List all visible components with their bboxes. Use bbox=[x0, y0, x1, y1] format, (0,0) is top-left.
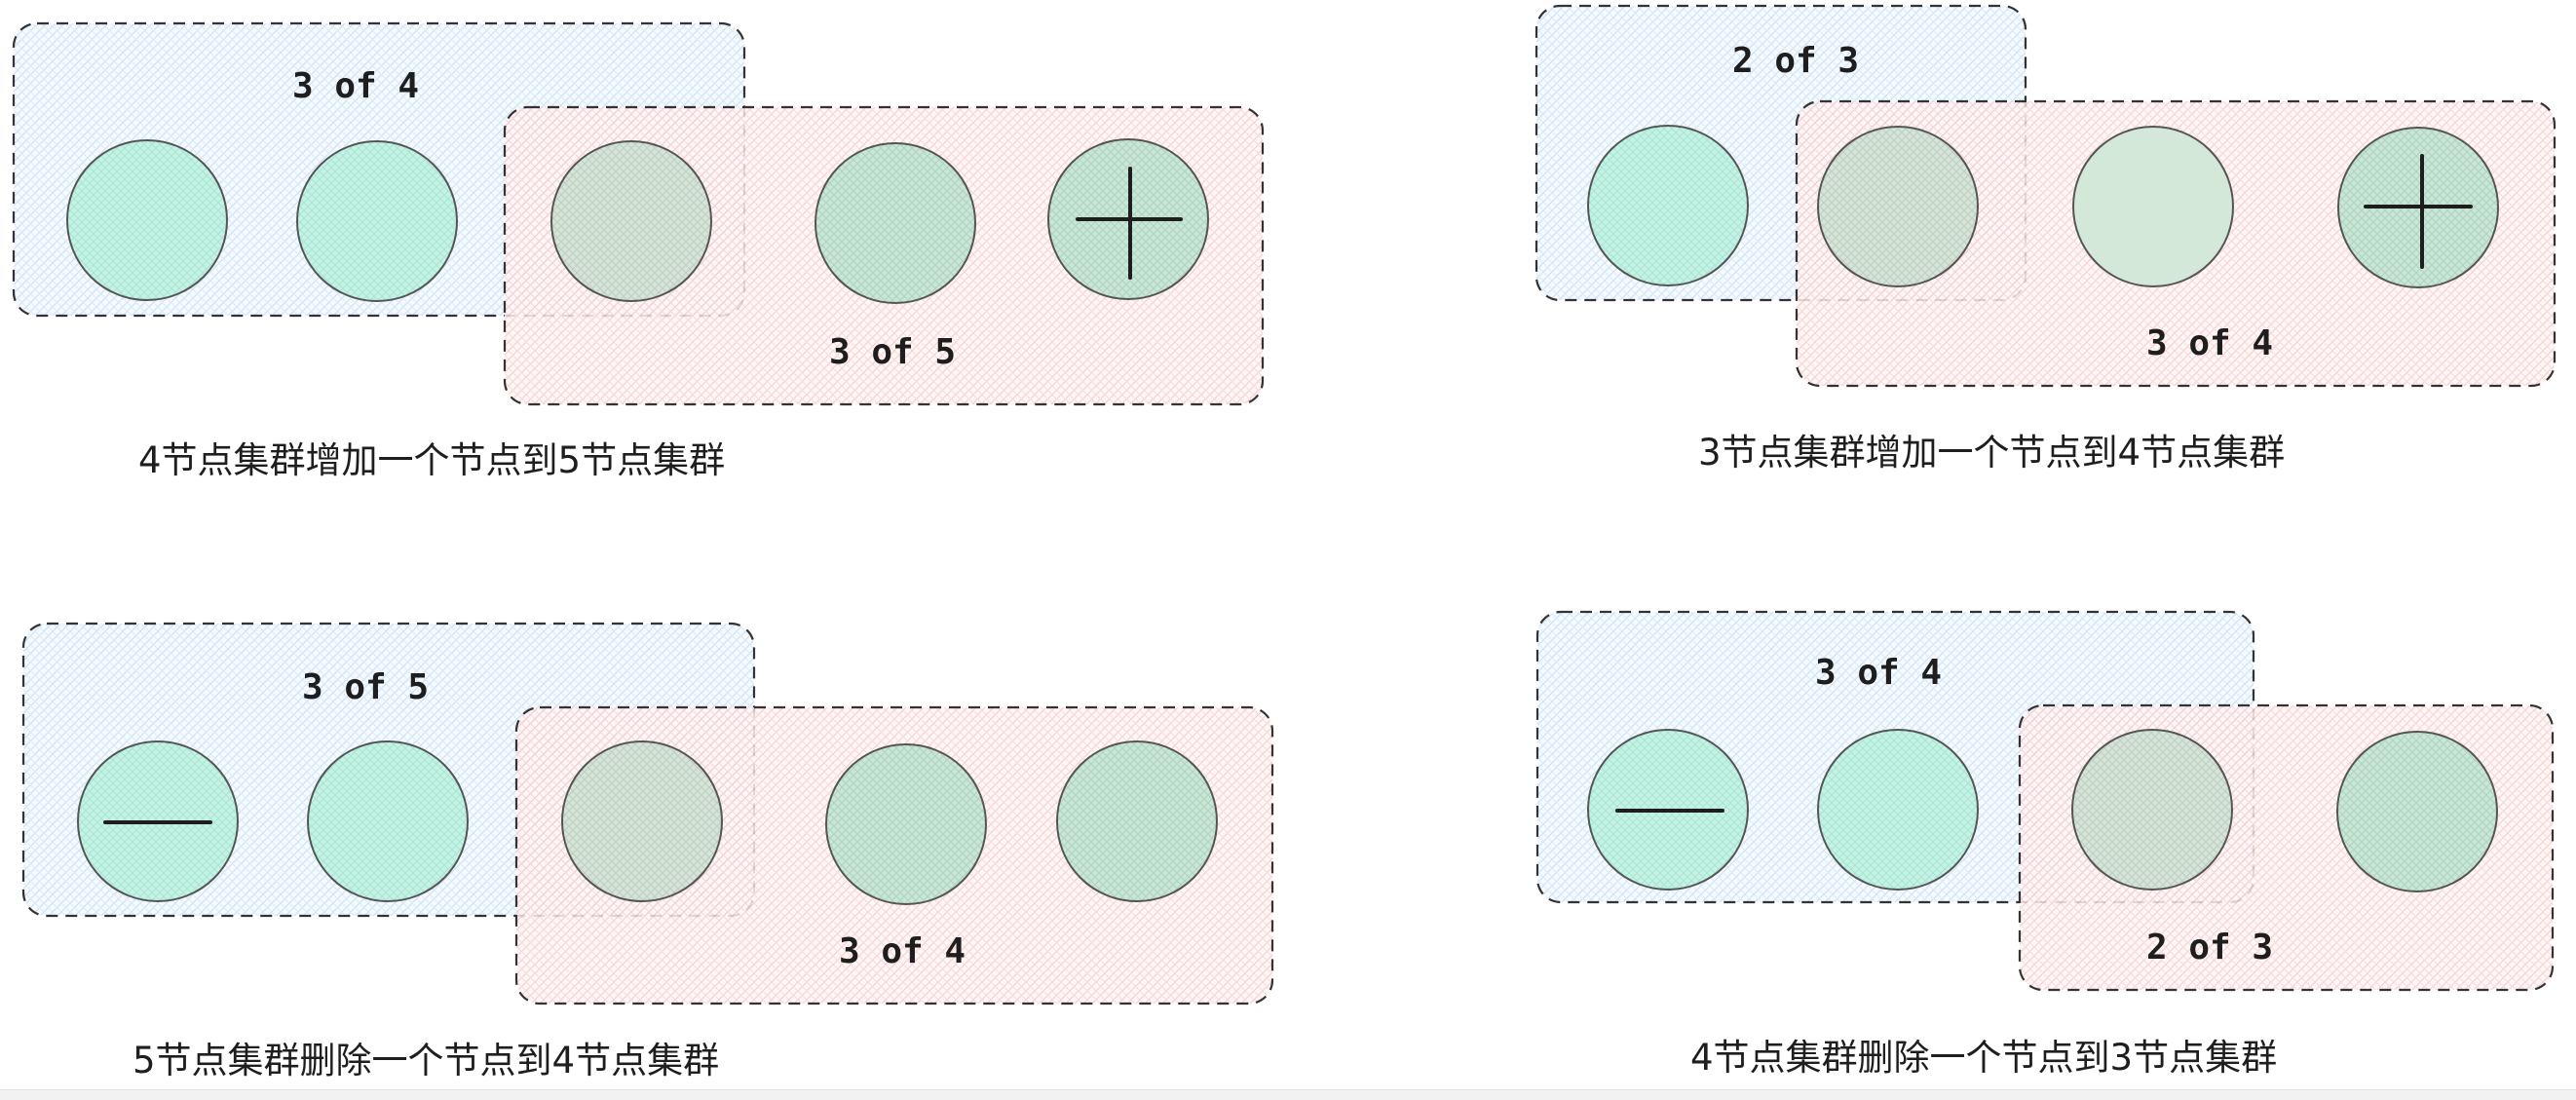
node-circle bbox=[307, 740, 469, 902]
plus-icon bbox=[2364, 154, 2473, 269]
node-circle bbox=[296, 140, 458, 302]
panel-remove-4-to-3: 3 of 4 2 of 3 4节点集群删除一个节点到3节点集群 bbox=[1535, 610, 2555, 1079]
new-group-label: 2 of 3 bbox=[2146, 928, 2273, 967]
panel-add-4-to-5: 3 of 4 3 of 5 4节点集群增加一个节点到5节点集群 bbox=[12, 21, 1265, 481]
panel-caption: 3节点集群增加一个节点到4节点集群 bbox=[1698, 432, 2285, 474]
new-group-label: 3 of 4 bbox=[839, 931, 966, 971]
new-group-label: 3 of 4 bbox=[2146, 323, 2273, 363]
panel-remove-5-to-4: 3 of 5 3 of 4 5节点集群删除一个节点到4节点集群 bbox=[21, 622, 1274, 1081]
node-circle bbox=[1817, 126, 1979, 287]
old-group-label: 3 of 4 bbox=[1815, 653, 1942, 693]
bottom-border-strip bbox=[0, 1089, 2576, 1100]
node-circle bbox=[2072, 126, 2234, 287]
new-group-label: 3 of 5 bbox=[829, 332, 956, 372]
old-group-label: 3 of 5 bbox=[302, 667, 429, 707]
panel-caption: 5节点集群删除一个节点到4节点集群 bbox=[133, 1040, 719, 1081]
node-circle bbox=[814, 142, 976, 304]
old-group-label: 3 of 4 bbox=[292, 66, 419, 106]
node-circle bbox=[1056, 740, 1218, 902]
node-circle bbox=[2336, 731, 2498, 892]
panel-caption: 4节点集群增加一个节点到5节点集群 bbox=[138, 439, 725, 481]
node-circle bbox=[66, 139, 228, 301]
node-circle bbox=[561, 740, 723, 902]
node-circle bbox=[2071, 729, 2233, 891]
panel-caption: 4节点集群删除一个节点到3节点集群 bbox=[1690, 1037, 2277, 1079]
plus-icon bbox=[1076, 167, 1183, 280]
old-group-label: 2 of 3 bbox=[1732, 41, 1859, 81]
node-circle bbox=[1587, 125, 1749, 286]
node-circle bbox=[1817, 729, 1979, 891]
panel-add-3-to-4: 2 of 3 3 of 4 3节点集群增加一个节点到4节点集群 bbox=[1534, 4, 2557, 474]
node-circle bbox=[825, 743, 987, 905]
node-circle bbox=[550, 140, 712, 302]
